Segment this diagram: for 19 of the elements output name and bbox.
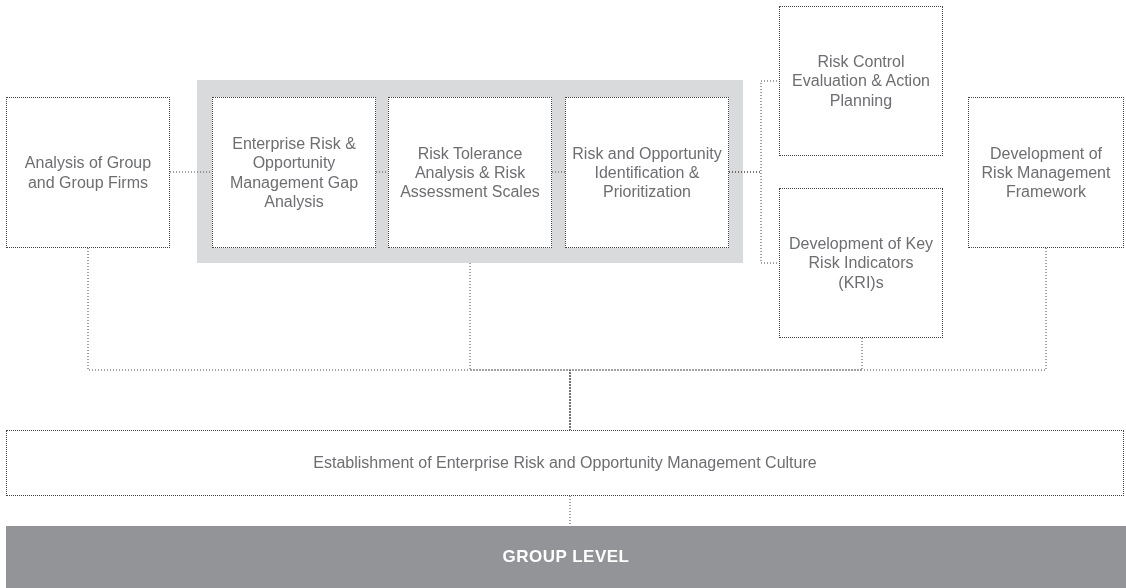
box-label: Establishment of Enterprise Risk and Opportunity Management Culture (312, 453, 818, 473)
box-label: Development of Key Risk Indicators (KRI)s (787, 234, 935, 292)
box-label: Risk and Opportunity Identification & Prioritization (571, 143, 723, 202)
process-box (968, 97, 1124, 248)
group-panel (197, 80, 743, 263)
process-box (6, 97, 170, 248)
box-label: Development of Risk Management Framework (980, 143, 1112, 202)
level-heading: GROUP LEVEL (501, 546, 631, 568)
level-banner (6, 526, 1126, 588)
process-box (779, 6, 943, 156)
process-box (779, 188, 943, 338)
process-box (212, 97, 376, 248)
process-box (6, 430, 1124, 496)
box-label: Risk Control Evaluation & Action Planning (791, 52, 931, 110)
box-label: Risk Tolerance Analysis & Risk Assessment Scales (399, 143, 541, 202)
process-box (388, 97, 552, 248)
box-label: Analysis of Group and Group Firms (23, 153, 153, 192)
box-label: Enterprise Risk & Opportunity Management Gap Analysis (228, 134, 360, 211)
process-box (565, 97, 729, 248)
